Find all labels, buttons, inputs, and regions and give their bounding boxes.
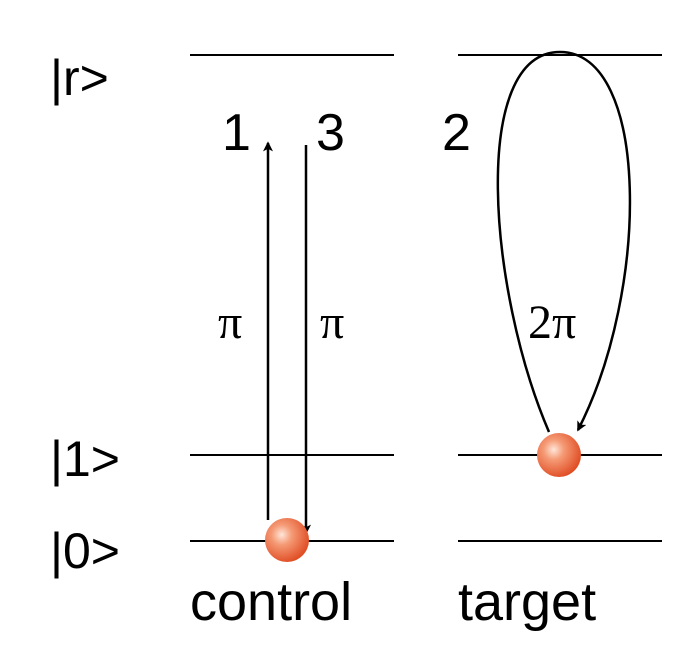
step-label-3: 3 — [316, 104, 345, 162]
step-label-2: 2 — [442, 104, 471, 162]
step-label-1: 1 — [222, 104, 251, 162]
level-label-0: |0> — [50, 523, 120, 579]
level-label-r: |r> — [50, 50, 109, 106]
target-atom — [537, 433, 581, 477]
phase-label-control-down: π — [320, 296, 344, 349]
phase-label-target-loop: 2π — [528, 296, 576, 349]
phase-label-control-up: π — [218, 296, 242, 349]
level-label-1: |1> — [50, 431, 120, 487]
control-atom — [265, 518, 309, 562]
target-loop-arrow — [496, 50, 632, 433]
column-label-target: target — [458, 572, 596, 632]
column-label-control: control — [190, 572, 352, 632]
